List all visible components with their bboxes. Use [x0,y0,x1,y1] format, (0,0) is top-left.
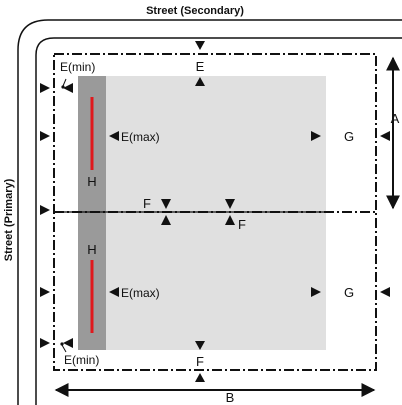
marker-left-5 [40,338,50,348]
marker-g-top-inner [311,131,321,141]
emin-bottom-dot [60,342,64,346]
label-b: B [226,390,235,405]
label-emin-top: E(min) [60,60,95,74]
emin-top-leader [62,78,67,87]
label-e: E [196,59,205,74]
marker-f-left-upper [161,199,171,209]
marker-left-2 [40,131,50,141]
label-emax-bottom: E(max) [121,286,160,300]
label-f-left: F [143,196,151,211]
marker-top-e-inner [195,77,205,86]
street-primary-label: Street (Primary) [3,178,15,261]
emin-top-dot [61,85,65,89]
street-edge-outer [17,19,402,405]
label-emax-top: E(max) [121,130,160,144]
label-g-bottom: G [344,285,354,300]
marker-left-3 [40,205,50,215]
marker-bottom-f-outer [195,373,205,382]
label-a: A [391,111,400,126]
marker-f-right-upper [225,199,235,209]
marker-g-top-outer [380,131,390,141]
label-f-right: F [238,217,246,232]
marker-f-right-lower [225,215,235,225]
marker-bottom-f-inner [195,341,205,350]
label-g-top: G [344,129,354,144]
marker-g-bottom-outer [380,287,390,297]
street-secondary-label: Street (Secondary) [146,5,244,17]
marker-left-1 [40,83,50,93]
marker-emax-bottom [109,287,119,297]
marker-top-e-outer [195,41,205,50]
label-emin-bottom: E(min) [64,353,99,367]
marker-emin-bottom [63,338,73,348]
label-f-bottom: F [196,354,204,369]
marker-f-left-lower [161,215,171,225]
marker-g-bottom-inner [311,287,321,297]
label-h-bottom: H [87,242,96,257]
marker-emin-top [63,83,73,93]
emin-bottom-leader [61,344,67,353]
street-edge-inner [35,37,402,405]
marker-left-4 [40,287,50,297]
setback-markers [40,41,390,382]
marker-emax-top [109,131,119,141]
label-h-top: H [87,174,96,189]
